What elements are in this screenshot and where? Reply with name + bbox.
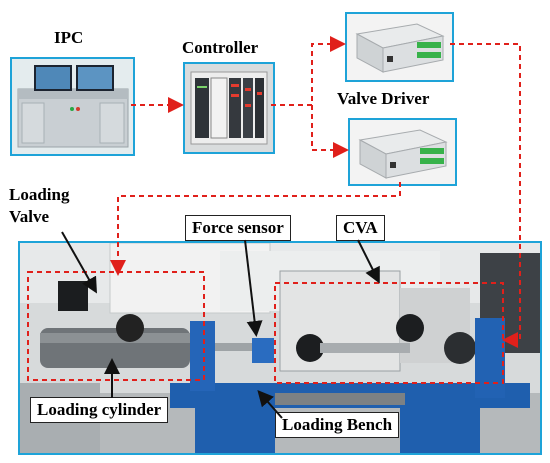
valve-driver-photo-1 [345, 12, 454, 82]
loading-cylinder-label: Loading cylinder [30, 397, 169, 423]
loading-valve-label-line2: Valve [9, 207, 49, 226]
ipc-photo [10, 57, 135, 156]
ipc-label: IPC [54, 28, 84, 47]
valve-driver-photo-2 [348, 118, 457, 186]
valve-driver-label: Valve Driver [337, 89, 430, 108]
loading-valve-label-line1: Loading [9, 185, 70, 204]
controller-photo [183, 62, 275, 154]
force-sensor-label: Force sensor [185, 215, 291, 241]
connector-controller-driver1 [271, 36, 346, 106]
loading-bench-label: Loading Bench [275, 412, 400, 438]
connector-controller-driver2 [311, 105, 349, 158]
controller-label: Controller [182, 38, 259, 57]
cva-label: CVA [336, 215, 385, 241]
loading-valve-label: Loading Valve [9, 184, 69, 228]
